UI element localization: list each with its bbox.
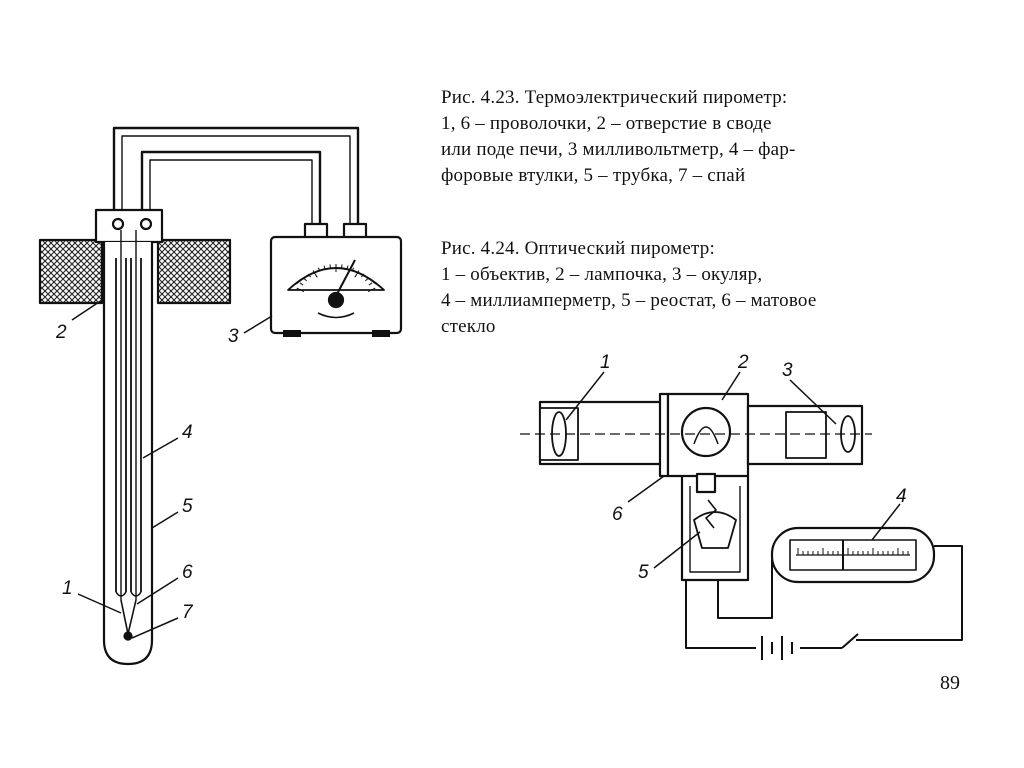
terminal-screw-left <box>111 217 125 231</box>
handle-casing <box>680 476 750 582</box>
caption-title: Рис. 4.24. Оптический пирометр: <box>441 238 715 259</box>
page-number: 89 <box>940 672 960 694</box>
lamp-socket <box>695 472 717 494</box>
optical-pyrometer-drawing <box>520 371 963 660</box>
label-eyepiece: 3 <box>782 360 793 381</box>
caption-line: стекло <box>441 316 496 337</box>
circuit-wire <box>685 545 963 649</box>
caption-line: или поде печи, 3 милливольтметр, 4 – фар… <box>441 139 796 160</box>
thermocouple-head <box>94 208 164 244</box>
connecting-wire-outer <box>112 126 360 228</box>
furnace-wall-right <box>156 238 232 305</box>
figure-4-24-caption: Рис. 4.24. Оптический пирометр: 1 – объе… <box>441 236 981 340</box>
switch <box>841 633 859 649</box>
rheostat <box>693 511 737 549</box>
label-rheostat: 5 <box>638 562 649 583</box>
label-millivoltmeter: 3 <box>228 326 239 347</box>
label-wall-opening: 2 <box>56 322 67 343</box>
caption-title: Рис. 4.23. Термоэлектрический пирометр: <box>441 87 788 108</box>
lamp-bulb <box>680 406 732 458</box>
caption-line: форовые втулки, 5 – трубка, 7 – спай <box>441 165 746 186</box>
label-junction: 7 <box>182 602 193 623</box>
terminal-screw-right <box>139 217 153 231</box>
label-wire-1: 1 <box>62 578 73 599</box>
millivoltmeter-knob <box>327 291 345 309</box>
furnace-wall-left <box>38 238 104 305</box>
caption-line: 1, 6 – проволочки, 2 – отверстие в своде <box>441 113 772 134</box>
figure-4-23-caption: Рис. 4.23. Термоэлектрический пирометр: … <box>441 85 981 189</box>
caption-line: 1 – объектив, 2 – лампочка, 3 – окуляр, <box>441 264 763 285</box>
label-lamp: 2 <box>738 352 749 373</box>
label-objective: 1 <box>600 352 611 373</box>
caption-line: 4 – миллиамперметр, 5 – реостат, 6 – мат… <box>441 290 817 311</box>
matte-glass <box>658 392 670 478</box>
label-tube: 5 <box>182 496 193 517</box>
connecting-wire-inner <box>140 150 322 228</box>
thermoelectric-pyrometer-drawing <box>38 126 403 666</box>
protective-tube <box>102 242 154 666</box>
label-wire-6: 6 <box>182 562 193 583</box>
label-milliammeter: 4 <box>896 486 907 507</box>
battery <box>761 636 793 660</box>
label-matte-glass: 6 <box>612 504 623 525</box>
label-porcelain-sleeves: 4 <box>182 422 193 443</box>
